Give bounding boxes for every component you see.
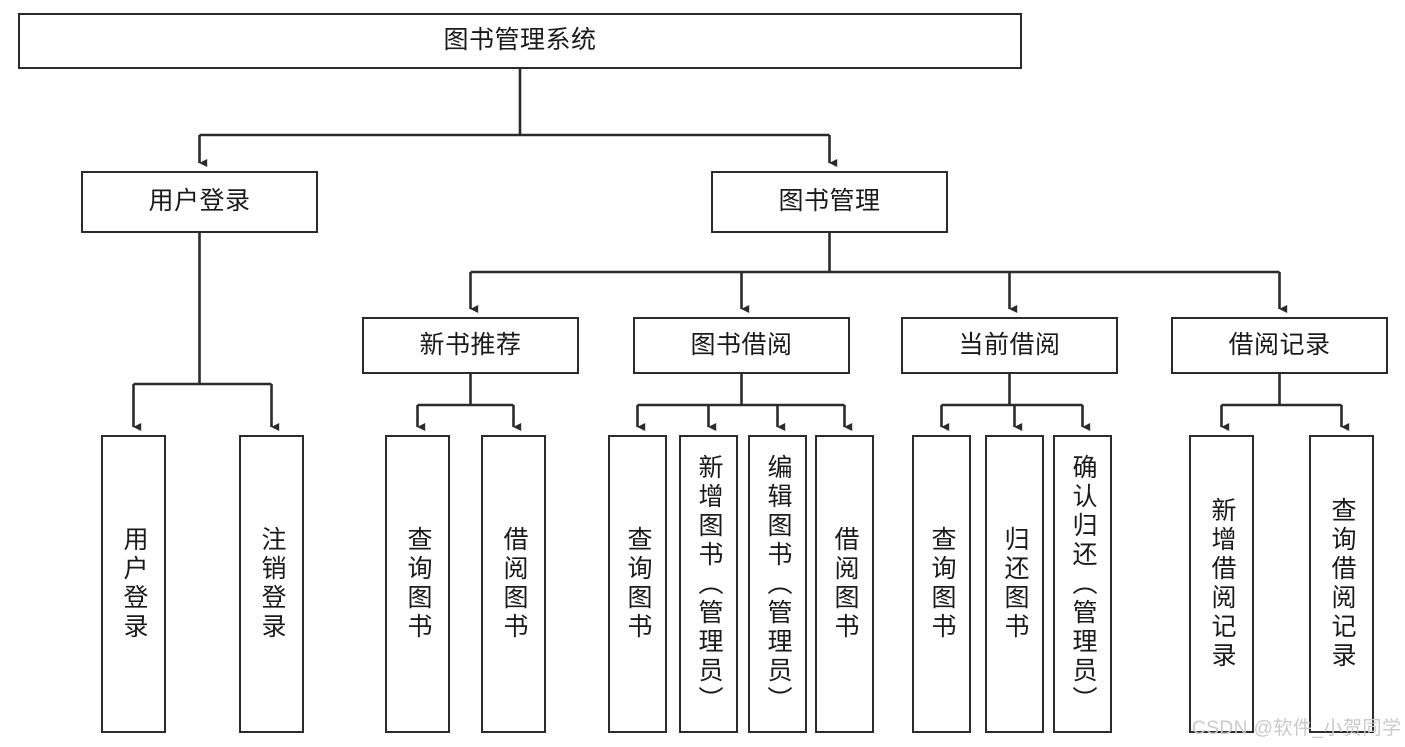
node-leaf-return-book-label: 归还图书 — [1001, 526, 1029, 642]
node-leaf-edit-book-label: 编辑图书（管理员） — [764, 453, 792, 715]
node-book-borrow[interactable]: 图书借阅 — [633, 317, 850, 374]
node-leaf-user-login-label: 用户登录 — [120, 526, 148, 642]
node-leaf-add-book[interactable]: 新增图书（管理员） — [679, 435, 738, 733]
node-root[interactable]: 图书管理系统 — [18, 13, 1022, 69]
node-leaf-borrow-book-1-label: 借阅图书 — [500, 526, 528, 642]
node-leaf-query-record-label: 查询借阅记录 — [1328, 497, 1356, 671]
node-user-login-label: 用户登录 — [148, 187, 251, 216]
node-borrow-record[interactable]: 借阅记录 — [1171, 317, 1388, 374]
node-leaf-query-book-3[interactable]: 查询图书 — [912, 435, 971, 733]
node-leaf-user-logout-label: 注销登录 — [258, 526, 286, 642]
node-leaf-query-book-2[interactable]: 查询图书 — [608, 435, 667, 733]
node-leaf-confirm-return[interactable]: 确认归还（管理员） — [1053, 435, 1112, 733]
node-leaf-add-book-label: 新增图书（管理员） — [695, 453, 723, 715]
node-leaf-query-book-1-label: 查询图书 — [404, 526, 432, 642]
node-leaf-borrow-book-1[interactable]: 借阅图书 — [481, 435, 546, 733]
node-leaf-edit-book[interactable]: 编辑图书（管理员） — [748, 435, 807, 733]
node-current-borrow-label: 当前借阅 — [958, 330, 1061, 359]
node-leaf-query-book-1[interactable]: 查询图书 — [385, 435, 450, 733]
node-book-manage-label: 图书管理 — [778, 187, 881, 216]
node-user-login[interactable]: 用户登录 — [81, 171, 318, 233]
node-leaf-borrow-book-2-label: 借阅图书 — [831, 526, 859, 642]
node-leaf-query-record[interactable]: 查询借阅记录 — [1309, 435, 1374, 733]
node-leaf-query-book-2-label: 查询图书 — [624, 526, 652, 642]
node-leaf-add-record[interactable]: 新增借阅记录 — [1189, 435, 1254, 733]
node-leaf-confirm-return-label: 确认归还（管理员） — [1069, 453, 1097, 715]
node-leaf-add-record-label: 新增借阅记录 — [1208, 497, 1236, 671]
node-leaf-borrow-book-2[interactable]: 借阅图书 — [815, 435, 874, 733]
node-current-borrow[interactable]: 当前借阅 — [901, 317, 1118, 374]
node-leaf-user-login[interactable]: 用户登录 — [101, 435, 166, 733]
node-new-book-rec[interactable]: 新书推荐 — [362, 317, 579, 374]
node-book-borrow-label: 图书借阅 — [690, 330, 793, 359]
node-new-book-rec-label: 新书推荐 — [419, 330, 522, 359]
node-book-manage[interactable]: 图书管理 — [711, 171, 948, 233]
node-leaf-query-book-3-label: 查询图书 — [928, 526, 956, 642]
node-borrow-record-label: 借阅记录 — [1228, 330, 1331, 359]
edge-group — [132, 69, 1350, 432]
node-root-label: 图书管理系统 — [443, 26, 597, 55]
node-leaf-return-book[interactable]: 归还图书 — [985, 435, 1044, 733]
node-leaf-user-logout[interactable]: 注销登录 — [239, 435, 304, 733]
